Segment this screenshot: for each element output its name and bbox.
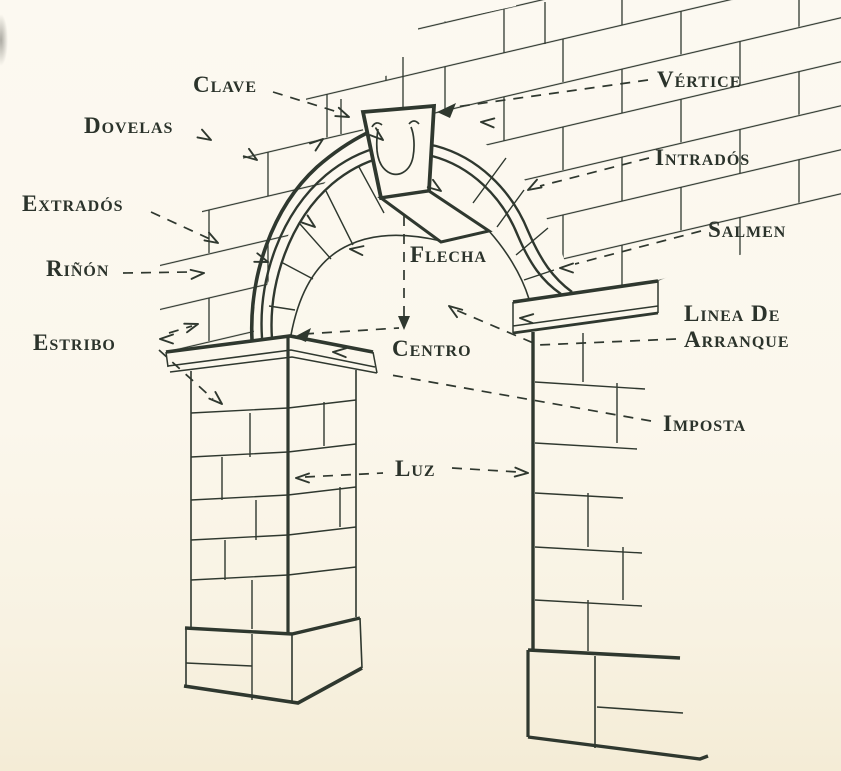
right-impost-face <box>513 281 658 333</box>
leader-rinon <box>122 271 191 274</box>
label-estribo: Estribo <box>33 330 116 355</box>
left-impost-mouldings <box>165 349 378 374</box>
leader-extrados <box>150 211 213 241</box>
label-imposta: Imposta <box>663 411 747 436</box>
right-impost-top-edge <box>512 279 659 304</box>
label-flecha: Flecha <box>410 242 487 267</box>
label-salmen: Salmen <box>708 217 787 242</box>
keystone <box>360 103 493 244</box>
right-impost-mouldings <box>512 281 659 333</box>
leader-lines <box>122 79 702 478</box>
label-linea-de-arranque-line2: Arranque <box>684 327 790 352</box>
right-pier <box>526 332 709 761</box>
keystone-soffit-slab <box>377 189 493 244</box>
left-pier-side-joints <box>287 399 357 576</box>
arrow-luz-left <box>295 472 310 484</box>
arrow-springing-solid <box>294 328 311 342</box>
left-pier-front-joints <box>190 407 289 629</box>
leader-intrados <box>539 157 650 187</box>
intrados-left-curve <box>290 234 442 336</box>
label-linea-de-arranque: Linea De Arranque <box>684 301 790 353</box>
leader-clave <box>272 91 342 114</box>
voussoir-joints-right <box>472 157 555 281</box>
arrow-luz-right <box>513 466 530 479</box>
left-pier <box>183 337 363 705</box>
wall-region <box>160 0 841 352</box>
label-vertice: Vértice <box>657 67 742 92</box>
keystone-cartouche <box>371 120 420 176</box>
arrow-dovelas <box>196 128 215 145</box>
keystone-block <box>360 103 437 201</box>
leader-estribo-lower <box>158 349 214 400</box>
right-pier-base <box>526 648 709 761</box>
arrow-estribo-lower <box>208 391 226 409</box>
label-clave: Clave <box>193 72 258 97</box>
right-impost-bottom-edge <box>512 311 659 335</box>
intrados-right-curve <box>488 230 530 300</box>
label-intrados: Intradós <box>655 145 751 170</box>
leader-vertice <box>447 79 649 109</box>
label-dovelas: Dovelas <box>84 113 174 138</box>
label-rinon: Riñón <box>46 256 110 281</box>
springing-line-left <box>303 327 400 335</box>
arrow-vertice-solid <box>437 103 456 118</box>
label-centro: Centro <box>392 336 472 361</box>
label-luz: Luz <box>395 456 436 481</box>
leader-luz-right <box>451 467 519 473</box>
arrowheads <box>159 103 574 484</box>
arrow-soffit <box>348 243 365 257</box>
right-impost <box>512 279 659 335</box>
leader-luz-left <box>304 472 384 478</box>
extrados-arc <box>249 131 368 341</box>
left-impost-top-edge <box>165 334 374 354</box>
voussoir-joints-left <box>268 166 385 311</box>
leader-imposta <box>390 374 652 422</box>
leader-salmen <box>574 230 702 265</box>
label-extrados: Extradós <box>22 191 124 216</box>
label-linea-de-arranque-line1: Linea De <box>684 301 781 326</box>
scan-edge-smudge <box>0 14 8 66</box>
leader-estribo-upper <box>168 325 193 334</box>
arrow-arranque-center <box>445 301 464 319</box>
left-impost <box>165 334 378 374</box>
left-pier-base <box>183 616 363 705</box>
arrow-flecha-solid <box>398 316 410 330</box>
right-pier-joints <box>534 333 646 651</box>
